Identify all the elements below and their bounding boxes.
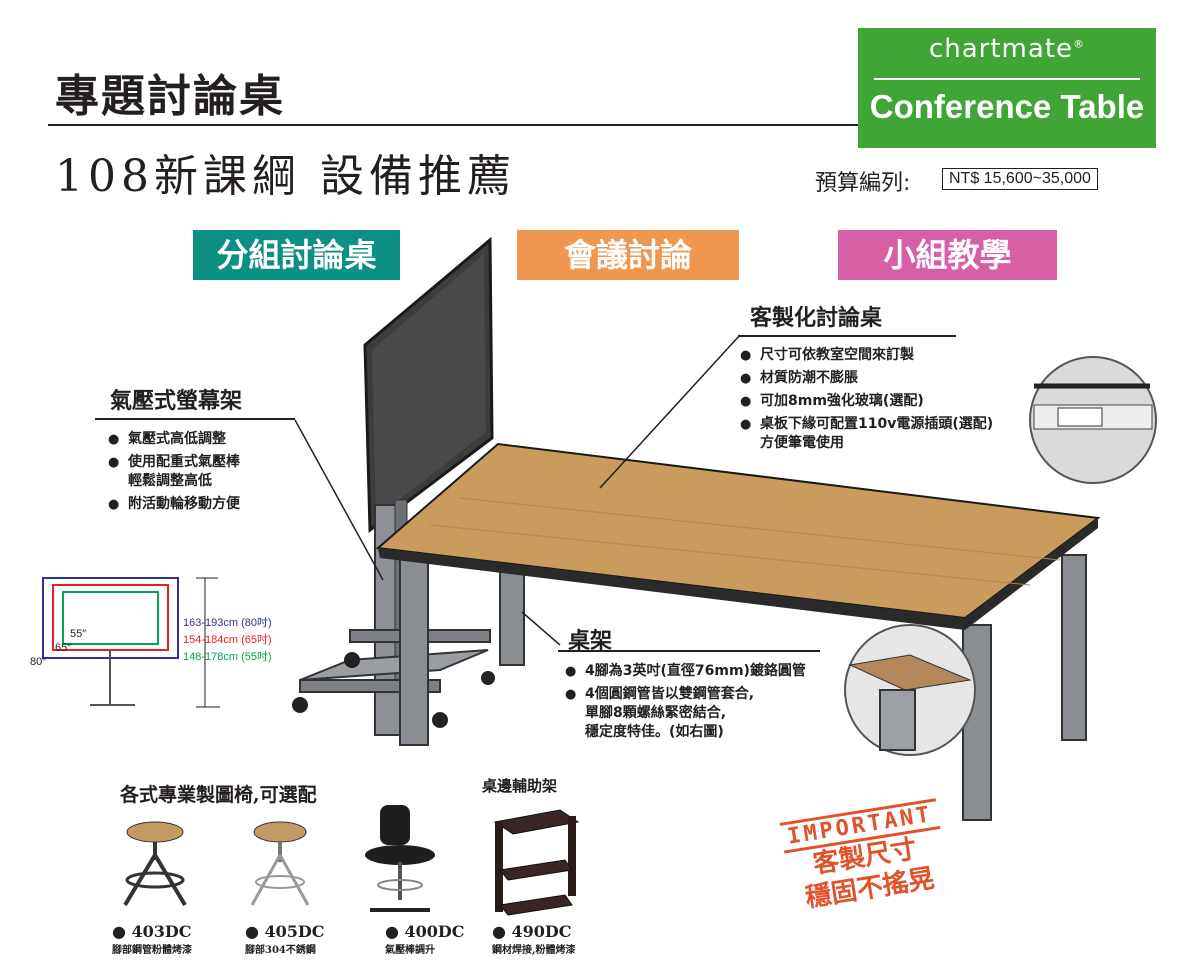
power-socket-inset xyxy=(1029,356,1157,484)
budget-label: 預算編列: xyxy=(815,171,911,196)
screen-stand-title: 氣壓式螢幕架 xyxy=(110,389,243,414)
screen-stand-bullet: 氣壓式高低調整 xyxy=(108,430,328,449)
table-frame-title: 桌架 xyxy=(568,629,613,654)
table-legs xyxy=(399,554,1087,821)
chair-desc: 氣壓棒調升 xyxy=(385,945,435,956)
budget-value: NT$ 15,600~35,000 xyxy=(942,168,1098,190)
cart-code: 490DC xyxy=(511,922,572,941)
chair-desc: 腳部鋼管粉體烤漆 xyxy=(112,945,192,956)
brand-logo: chartmate® xyxy=(858,34,1156,64)
table-frame-bullet: 4腳為3英吋(直徑76mm)鍍鉻圓管 xyxy=(565,662,845,681)
brand-name: chartmate xyxy=(928,34,1074,64)
chair-code: 403DC xyxy=(131,922,192,941)
chair-403dc-image xyxy=(123,821,187,907)
height-range-55: 148-178cm (55吋) xyxy=(183,651,272,663)
custom-table-bullet: 可加8mm強化玻璃(選配) xyxy=(740,392,1040,411)
screen-stand-bullet: 使用配重式氣壓棒 輕鬆調整高低 xyxy=(108,453,328,491)
cart-desc: 鋼材焊接,粉體烤漆 xyxy=(492,945,576,956)
title-divider xyxy=(48,124,860,126)
table-top xyxy=(375,442,1101,630)
custom-table-bullets: 尺寸可依教室空間來訂製 材質防潮不膨脹 可加8mm強化玻璃(選配) 桌板下緣可配… xyxy=(740,346,1040,457)
tag-small-group-teaching: 小組教學 xyxy=(838,230,1057,280)
chair-code: 400DC xyxy=(404,922,465,941)
brand-badge xyxy=(858,28,1156,148)
custom-table-bullet: 桌板下緣可配置110v電源插頭(選配) 方便筆電使用 xyxy=(740,415,1040,453)
screen-size-diagram xyxy=(42,577,220,708)
chair-405dc: ● 405DC 腳部304不銹鋼 xyxy=(245,922,325,956)
tag-group-discussion: 分組討論桌 xyxy=(193,230,400,280)
chair-desc: 腳部304不銹鋼 xyxy=(245,945,316,956)
cart-490dc: ● 490DC 鋼材焊接,粉體烤漆 xyxy=(492,922,576,956)
brand-subtitle: Conference Table xyxy=(869,88,1145,125)
chair-405dc-image xyxy=(250,821,310,906)
chairs-title: 各式專業製圖椅,可選配 xyxy=(120,784,317,806)
cart-490dc-image xyxy=(493,809,580,916)
size-label-80: 80″ xyxy=(30,656,47,668)
cart-title: 桌邊輔助架 xyxy=(482,777,558,795)
custom-table-bullet: 材質防潮不膨脹 xyxy=(740,369,1040,388)
custom-table-title: 客製化討論桌 xyxy=(750,306,883,331)
custom-table-bullet: 尺寸可依教室空間來訂製 xyxy=(740,346,1040,365)
size-label-65: 65″ xyxy=(55,642,72,654)
height-range-65: 154-184cm (65吋) xyxy=(183,634,272,646)
chair-400dc-image xyxy=(365,805,435,912)
screen-stand-bullets: 氣壓式高低調整 使用配重式氣壓棒 輕鬆調整高低 附活動輪移動方便 xyxy=(108,430,328,518)
chair-code: 405DC xyxy=(264,922,325,941)
page-title: 專題討論桌 xyxy=(55,71,285,122)
chair-403dc: ● 403DC 腳部鋼管粉體烤漆 xyxy=(112,922,192,956)
size-label-55: 55″ xyxy=(70,628,87,640)
chair-400dc: ● 400DC 氣壓棒調升 xyxy=(385,922,465,956)
screen-stand-rule xyxy=(95,418,295,420)
page-subtitle: 108新課綱 設備推薦 xyxy=(55,151,516,202)
tag-meeting: 會議討論 xyxy=(517,230,739,280)
monitor-screen xyxy=(363,236,494,533)
brand-registered-mark: ® xyxy=(1073,37,1086,51)
table-frame-bullet: 4個圓鋼管皆以雙鋼管套合, 單腳8顆螺絲緊密結合, 穩定度特佳。(如右圖) xyxy=(565,685,845,742)
screen-stand-bullet: 附活動輪移動方便 xyxy=(108,495,328,514)
leg-joint-inset xyxy=(844,624,976,756)
table-frame-rule xyxy=(558,650,820,652)
table-frame-bullets: 4腳為3英吋(直徑76mm)鍍鉻圓管 4個圓鋼管皆以雙鋼管套合, 單腳8顆螺絲緊… xyxy=(565,662,845,746)
custom-table-rule xyxy=(738,335,956,337)
brand-divider xyxy=(874,78,1140,80)
height-range-80: 163-193cm (80吋) xyxy=(183,617,272,629)
